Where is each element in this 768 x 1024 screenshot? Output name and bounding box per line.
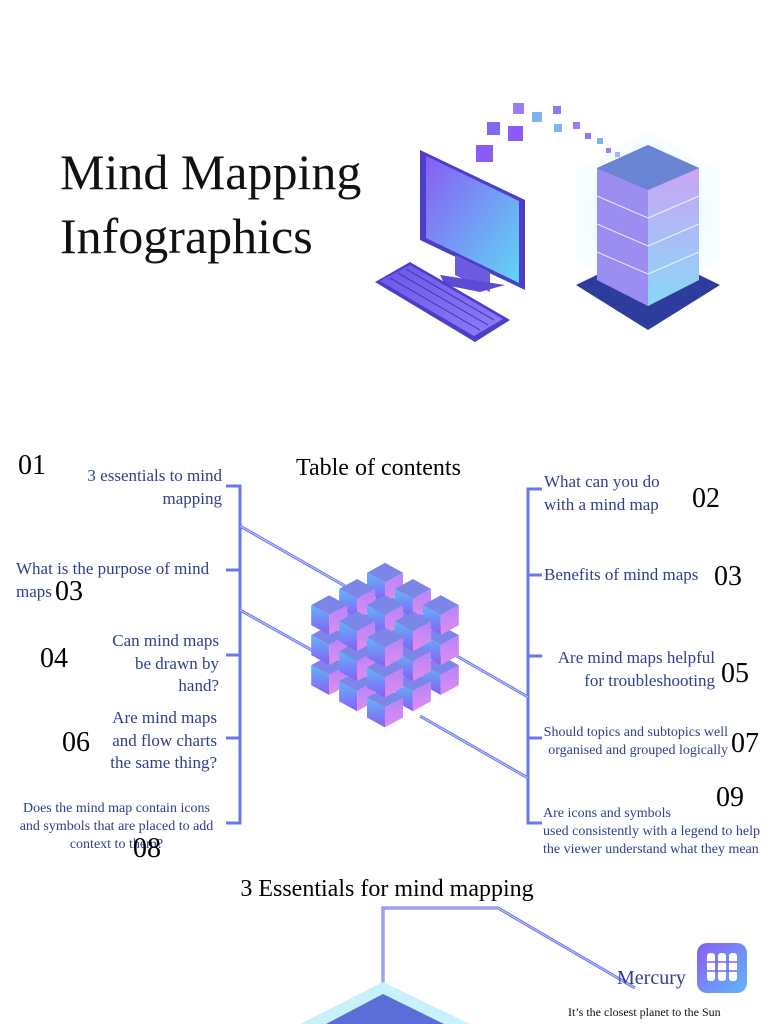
toc-right-item-5[interactable]: Are icons and symbols used consistently … bbox=[543, 805, 768, 859]
platform-icon bbox=[300, 982, 470, 1024]
computer-icon bbox=[375, 150, 525, 342]
toc-left-item-2-line: What is the purpose of mind bbox=[16, 559, 210, 578]
cube-face bbox=[367, 637, 385, 668]
cube-face bbox=[440, 635, 459, 665]
toc-right-item-3-line: for troubleshooting bbox=[584, 670, 715, 690]
toc-right-number-5: 09 bbox=[716, 782, 744, 813]
toc-right-item-3-line: Are mind maps helpful bbox=[557, 648, 715, 667]
toc-left-number-3: 04 bbox=[40, 643, 68, 674]
toc-left-item-2-line: maps bbox=[16, 581, 52, 601]
toc-right-item-5-line: used consistently with a legend to help bbox=[543, 824, 760, 839]
toc-left-item-3-line: be drawn by bbox=[134, 653, 219, 673]
toc-right-number-2: 03 bbox=[714, 561, 742, 592]
pixel-particles bbox=[476, 103, 620, 162]
toc-right-item-2[interactable]: Benefits of mind maps bbox=[544, 564, 698, 587]
toc-right-item-1[interactable]: What can you do with a mind map bbox=[544, 471, 660, 516]
toc-right-number-4: 07 bbox=[731, 728, 759, 759]
cube-face bbox=[339, 579, 376, 599]
cube-face bbox=[412, 681, 431, 712]
toc-right-item-4-line: organised and grouped logically bbox=[548, 743, 728, 758]
cube-face bbox=[367, 562, 403, 583]
toc-right-item-4[interactable]: Should topics and subtopics well organis… bbox=[544, 724, 728, 760]
page-title: Mind Mapping Infographics bbox=[60, 140, 361, 268]
cube-face bbox=[412, 621, 431, 652]
toc-left-item-1-line: mapping bbox=[162, 488, 223, 508]
toc-right-item-5-line: Are icons and symbols bbox=[543, 806, 671, 821]
toc-right-item-1-line: with a mind map bbox=[544, 494, 659, 514]
toc-left-number-2: 03 bbox=[55, 576, 83, 607]
toc-left-item-2[interactable]: What is the purpose of mind maps bbox=[16, 558, 209, 603]
toc-right-number-1: 02 bbox=[692, 483, 720, 514]
toc-title: Table of contents bbox=[296, 455, 461, 481]
toc-left-item-4-line: Are mind maps bbox=[112, 708, 217, 727]
cube-face bbox=[440, 605, 459, 635]
cube-face bbox=[367, 697, 385, 728]
toc-left-item-5[interactable]: Does the mind map contain icons and symb… bbox=[9, 800, 224, 854]
toc-left-item-5-line: Does the mind map contain icons bbox=[22, 801, 211, 816]
cube-face bbox=[311, 635, 330, 665]
cube-face bbox=[339, 651, 358, 682]
page-title-line-2: Infographics bbox=[60, 208, 313, 264]
toc-left-item-4[interactable]: Are mind maps and flow charts the same t… bbox=[110, 707, 217, 775]
toc-left-item-3-line: hand? bbox=[178, 676, 219, 695]
server-icon bbox=[576, 132, 720, 330]
database-app-icon bbox=[697, 943, 747, 993]
toc-left-item-4-line: and flow charts bbox=[112, 730, 217, 750]
essentials-title: 3 Essentials for mind mapping bbox=[240, 876, 534, 902]
cube-face bbox=[385, 637, 403, 668]
page-title-line-1: Mind Mapping bbox=[60, 144, 362, 200]
toc-left-item-4-line: the same thing? bbox=[110, 753, 217, 772]
cube-face bbox=[339, 681, 358, 712]
toc-right-item-3[interactable]: Are mind maps helpful for troubleshootin… bbox=[558, 647, 715, 692]
toc-right-item-2-line: Benefits of mind maps bbox=[544, 565, 699, 584]
cube-face bbox=[385, 697, 403, 728]
toc-left-item-1[interactable]: 3 essentials to mind mapping bbox=[87, 465, 222, 510]
cube-face bbox=[412, 651, 431, 682]
cube-face bbox=[367, 667, 385, 698]
cube-face bbox=[311, 665, 330, 695]
essentials-connectors bbox=[381, 906, 636, 1000]
toc-right-number-3: 05 bbox=[721, 658, 749, 689]
toc-right-item-1-line: What can you do bbox=[544, 472, 660, 491]
toc-left-number-4: 06 bbox=[62, 727, 90, 758]
toc-left-item-1-line: 3 essentials to mind bbox=[87, 466, 222, 485]
planet-description: It’s the closest planet to the Sun bbox=[568, 1005, 721, 1019]
toc-left-item-5-line: and symbols that are placed to add bbox=[19, 819, 214, 834]
toc-right-item-5-line: the viewer understand what they mean bbox=[543, 842, 759, 857]
planet-name: Mercury bbox=[617, 967, 686, 989]
cube-face bbox=[440, 665, 459, 695]
toc-left-item-3-line: Can mind maps bbox=[112, 631, 219, 650]
cube-face bbox=[385, 667, 403, 698]
toc-left-item-3[interactable]: Can mind maps be drawn by hand? bbox=[112, 630, 219, 698]
toc-right-item-4-line: Should topics and subtopics well bbox=[543, 725, 728, 740]
cube-cluster-icon bbox=[311, 562, 459, 728]
toc-left-item-5-line: context to them? bbox=[69, 837, 164, 852]
toc-left-number-1: 01 bbox=[18, 450, 46, 481]
toc-left-number-5: 08 bbox=[133, 833, 161, 864]
cube-face bbox=[311, 605, 330, 635]
cube-face bbox=[394, 579, 431, 599]
cube-face bbox=[339, 621, 358, 652]
